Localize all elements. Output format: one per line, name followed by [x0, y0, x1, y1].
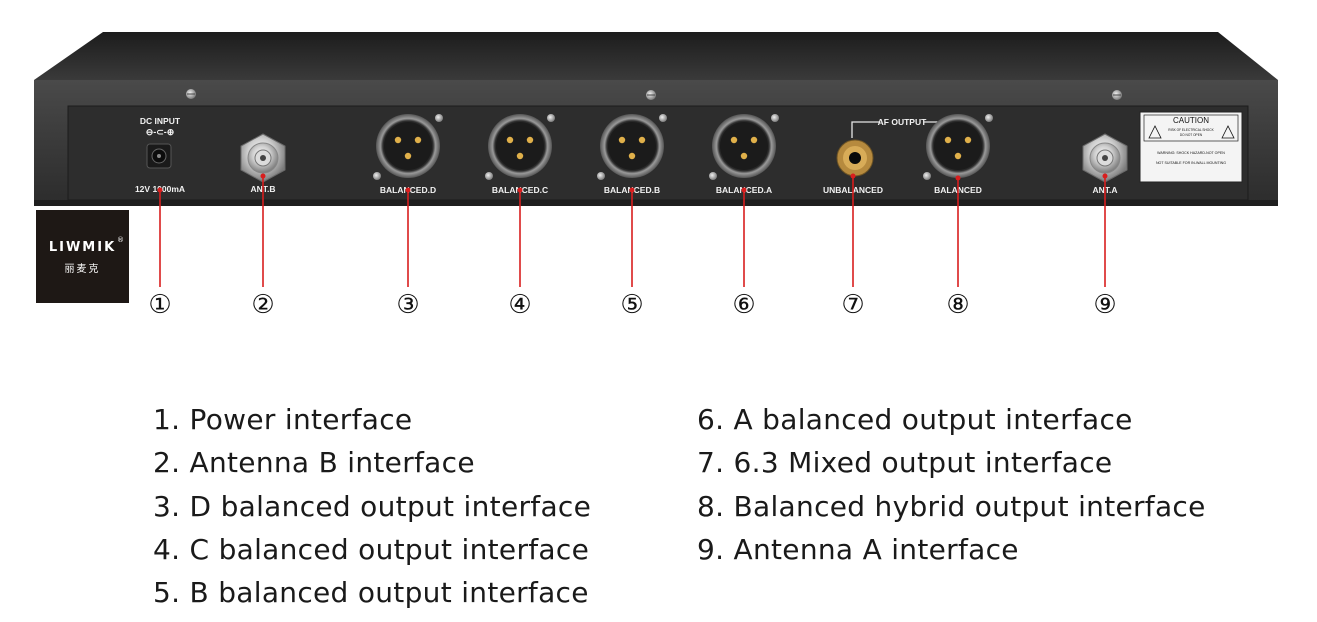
callout-number-5: ⑤	[620, 290, 643, 320]
callout-dot-6	[742, 188, 747, 193]
screw-icon	[659, 114, 667, 122]
screw-icon	[435, 114, 443, 122]
screw-icon	[923, 172, 931, 180]
caution-line-4: NOT SUITABLE FOR IN-WALL MOUNTING	[1156, 161, 1226, 165]
af-output-label: AF OUTPUT	[878, 117, 927, 127]
legend-item-8: 8. Balanced hybrid output interface	[697, 485, 1206, 528]
legend-item-7: 7. 6.3 Mixed output interface	[697, 441, 1206, 484]
screw-icon	[547, 114, 555, 122]
legend-item-4: 4. C balanced output interface	[153, 528, 591, 571]
brand-chinese-name: 丽麦克	[36, 260, 129, 275]
chassis-screw-icon	[646, 90, 656, 100]
callout-number-6: ⑥	[732, 290, 755, 320]
legend-item-3: 3. D balanced output interface	[153, 485, 591, 528]
chassis-screw-icon	[186, 89, 196, 99]
caution-label: CAUTION RISK OF ELECTRICAL SHOCK DO NOT …	[1140, 112, 1242, 182]
dc-power-jack[interactable]	[147, 144, 171, 168]
callout-number-2: ②	[251, 290, 274, 320]
screw-icon	[709, 172, 717, 180]
dc-input-label: DC INPUT	[140, 116, 181, 126]
screw-icon	[771, 114, 779, 122]
dc-polarity-icon: ⊖-⊂-⊕	[146, 127, 175, 137]
registered-mark: ®	[117, 236, 124, 244]
caution-line-3: WARNING: SHOCK HAZARD-NOT OPEN	[1157, 151, 1225, 155]
callout-number-1: ①	[148, 290, 171, 320]
callout-dot-4	[518, 188, 523, 193]
balanced-c-xlr-connector[interactable]	[488, 114, 552, 178]
screw-icon	[485, 172, 493, 180]
callout-number-8: ⑧	[946, 290, 969, 320]
caution-title: CAUTION	[1173, 116, 1209, 125]
callout-dot-7	[851, 174, 856, 179]
legend-item-1: 1. Power interface	[153, 398, 591, 441]
legend-left-column: 1. Power interface 2. Antenna B interfac…	[153, 398, 591, 614]
callout-dot-1	[158, 188, 163, 193]
callout-number-7: ⑦	[841, 290, 864, 320]
callout-dot-5	[630, 188, 635, 193]
legend-item-6: 6. A balanced output interface	[697, 398, 1206, 441]
callout-dot-3	[406, 188, 411, 193]
legend-item-5: 5. B balanced output interface	[153, 571, 591, 614]
legend-right-column: 6. A balanced output interface 7. 6.3 Mi…	[697, 398, 1206, 571]
balanced-af-xlr-connector[interactable]	[926, 114, 990, 178]
screw-icon	[985, 114, 993, 122]
balanced-a-xlr-connector[interactable]	[712, 114, 776, 178]
chassis-bottom-edge	[34, 200, 1278, 206]
callout-dot-2	[261, 174, 266, 179]
balanced-b-xlr-connector[interactable]	[600, 114, 664, 178]
callout-dot-8	[956, 176, 961, 181]
legend-item-9: 9. Antenna A interface	[697, 528, 1206, 571]
callout-number-3: ③	[396, 290, 419, 320]
caution-line-2: DO NOT OPEN	[1180, 133, 1203, 137]
callout-number-9: ⑨	[1093, 290, 1116, 320]
brand-logo: LIWMIK ® 丽麦克	[36, 210, 129, 303]
unbalanced-jack-connector[interactable]	[837, 140, 873, 176]
callout-number-4: ④	[508, 290, 531, 320]
chassis-top	[34, 32, 1278, 80]
caution-line-1: RISK OF ELECTRICAL SHOCK	[1168, 128, 1214, 132]
balanced-d-xlr-connector[interactable]	[376, 114, 440, 178]
chassis-screw-icon	[1112, 90, 1122, 100]
screw-icon	[597, 172, 605, 180]
screw-icon	[373, 172, 381, 180]
legend-item-2: 2. Antenna B interface	[153, 441, 591, 484]
callout-dot-9	[1103, 174, 1108, 179]
brand-name: LIWMIK	[36, 240, 129, 255]
